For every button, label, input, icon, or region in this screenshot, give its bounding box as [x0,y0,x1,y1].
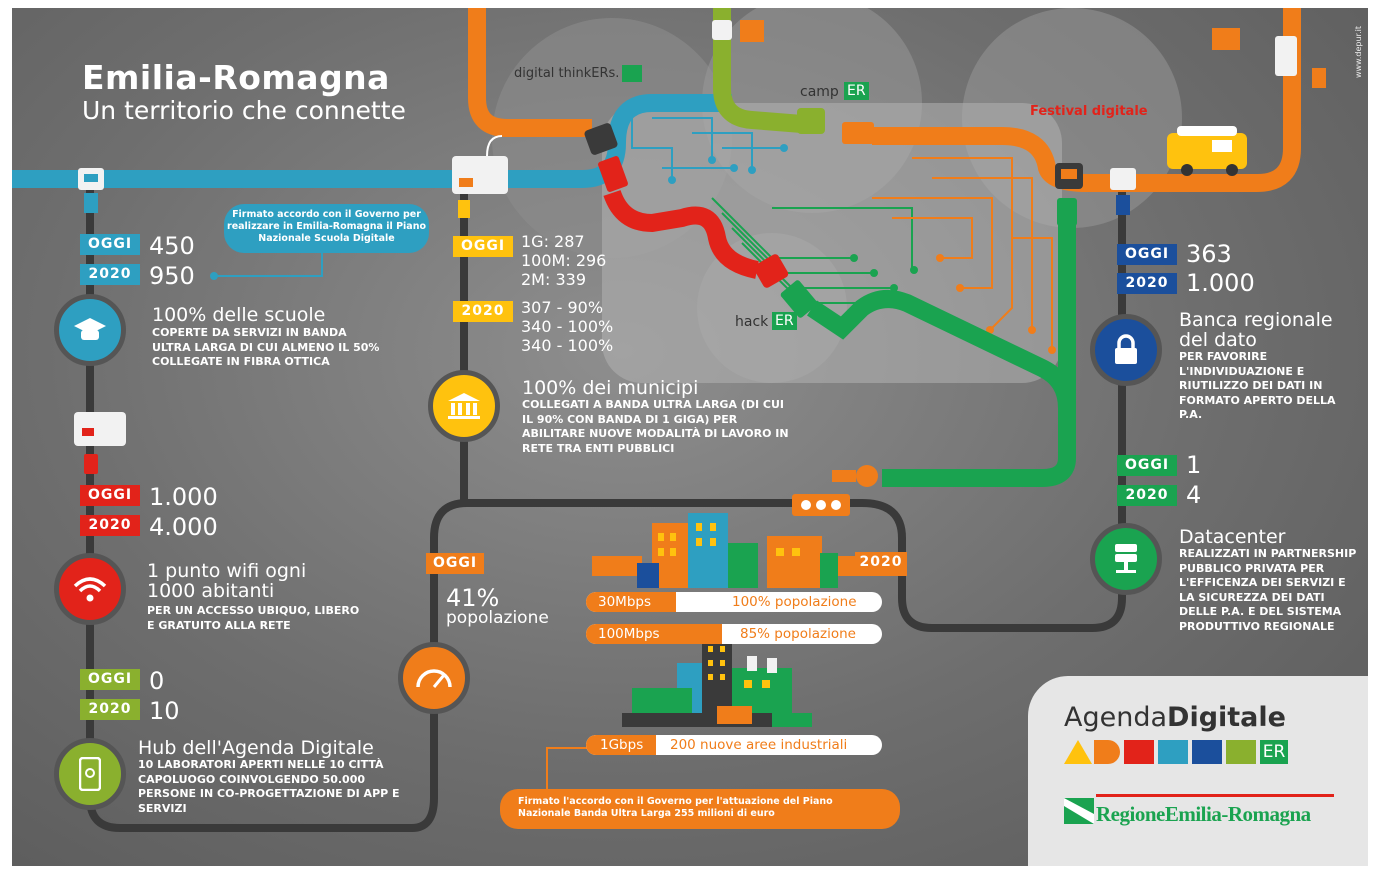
banca-desc: Per favorire l'individuazione e riutiliz… [1179,350,1336,421]
scuole-oggi-value: 450 [149,232,195,260]
municipi-desc: Collegati a banda ultra larga (di cui il… [522,398,789,455]
municipi-2020-1: 307 - 90% [521,298,604,317]
popolazione-unit: popolazione [446,608,549,628]
municipi-oggi-1: 1G: 287 [521,232,585,251]
speedometer-icon [398,642,470,714]
wifi-desc: Per un accesso ubiquo, libero e gratuito… [147,604,360,632]
wifi-2020-value: 4.000 [149,513,218,541]
municipi-oggi-tag: OGGI [453,236,513,257]
padlock-icon [1090,314,1162,386]
camp-label: camp [800,84,839,100]
digitale-word: Digitale [1167,702,1286,733]
agenda-word: Agenda [1064,702,1168,733]
bandwidth-1gbps-target: 200 nuove aree industriali [670,737,848,753]
wifi-oggi-tag: OGGI [80,485,140,506]
datacenter-oggi-tag: OGGI [1117,455,1177,476]
thinkers-logo-icon [622,65,642,82]
datacenter-2020-tag: 2020 [1117,485,1177,506]
banca-2020-value: 1.000 [1186,269,1255,297]
governo-note: Firmato accordo con il Governo per reali… [224,204,429,253]
municipi-oggi-3: 2M: 339 [521,270,586,289]
banca-heading: Banca regionale del dato [1179,309,1333,351]
datacenter-2020-value: 4 [1186,481,1202,509]
bandwidth-100mbps-speed: 100Mbps [586,624,722,644]
thinkers-label: digital thinkERs. [514,66,620,81]
hub-2020-tag: 2020 [80,699,140,720]
wifi-heading: 1 punto wifi ogni 1000 abitanti [147,560,307,602]
datacenter-oggi-value: 1 [1186,451,1202,479]
ultra-larga-note: Firmato l'accordo con il Governo per l'a… [500,789,900,829]
brand-panel: AgendaDigitale ER RegioneEmilia-Romagna [1028,676,1368,866]
bandwidth-30mbps: 30Mbps 100% popolazione [586,592,882,612]
credit-text: www.depur.it [1354,26,1363,79]
wifi-2020-tag: 2020 [80,515,140,536]
er-badge: ER [1260,740,1288,764]
municipi-2020-2: 340 - 100% [521,317,614,336]
bandwidth-1gbps-speed: 1Gbps [586,735,656,755]
banca-oggi-tag: OGGI [1117,244,1177,265]
municipi-heading: 100% dei municipi [522,377,699,399]
wifi-icon [54,553,126,625]
bandwidth-30mbps-target: 100% popolazione [732,594,857,610]
page-subtitle: Un territorio che connette [82,96,406,125]
page-title: Emilia-Romagna [82,58,390,97]
hub-desc: 10 laboratori aperti nelle 10 città capo… [138,758,400,815]
scuole-desc: Coperte da servizi in banda ultra larga … [152,326,380,368]
regione-red-line [1096,794,1334,797]
regione-logo-text: RegioneEmilia-Romagna [1096,802,1311,826]
scuole-2020-value: 950 [149,262,195,290]
server-icon [1090,523,1162,595]
banca-2020-tag: 2020 [1117,273,1177,294]
infographic: Emilia-Romagna Un territorio che connett… [12,8,1368,866]
municipi-oggi-2: 100M: 296 [521,251,607,270]
hack-er-badge: ER [772,312,797,330]
hack-label: hack [735,314,769,330]
town-hall-icon [428,370,500,442]
banca-oggi-value: 363 [1186,240,1232,268]
regione-flag-icon [1064,798,1094,824]
datacenter-heading: Datacenter [1179,526,1286,548]
wifi-oggi-value: 1.000 [149,483,218,511]
hub-oggi-value: 0 [149,667,165,695]
agenda-digitale-logo: AgendaDigitale [1064,702,1286,733]
popolazione-value: 41% [446,584,500,612]
smartphone-icon [54,738,126,810]
bandwidth-100mbps-target: 85% popolazione [740,626,856,642]
municipi-2020-3: 340 - 100% [521,336,614,355]
scuole-oggi-tag: OGGI [80,234,140,255]
scuole-2020-tag: 2020 [80,264,140,285]
agenda-blocks-logo: ER [1064,740,1294,764]
datacenter-desc: Realizzati in partnership pubblico priva… [1179,547,1357,633]
municipi-2020-tag: 2020 [453,301,513,322]
hub-oggi-tag: OGGI [80,669,140,690]
graduation-cap-icon [54,294,126,366]
bandwidth-30mbps-speed: 30Mbps [586,592,676,612]
scuole-heading: 100% delle scuole [152,304,326,326]
hub-2020-value: 10 [149,697,180,725]
festival-label: Festival digitale [1030,104,1148,119]
bandwidth-1gbps: 1Gbps 200 nuove aree industriali [586,735,882,755]
cable-network [12,8,1326,832]
popolazione-oggi-tag: OGGI [426,553,484,574]
popolazione-2020-tag: 2020 [855,552,907,573]
camp-er-badge: ER [844,82,869,100]
hub-heading: Hub dell'Agenda Digitale [138,737,374,759]
bandwidth-100mbps: 100Mbps 85% popolazione [586,624,882,644]
